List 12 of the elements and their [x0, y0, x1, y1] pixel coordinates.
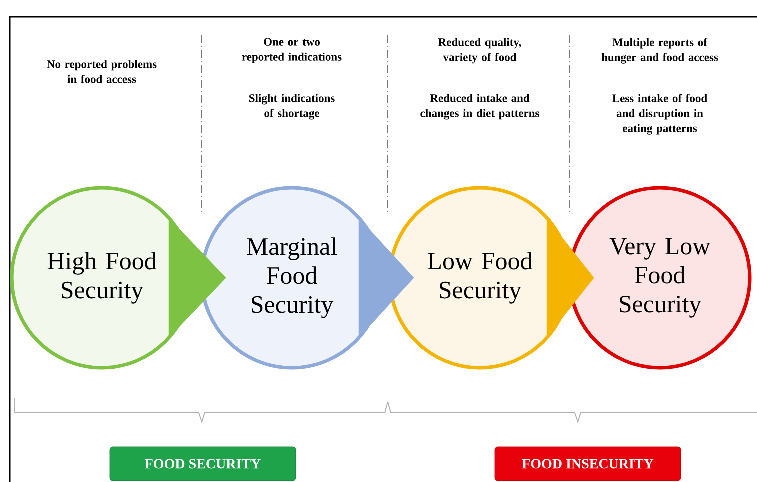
category-box: FOOD INSECURITY — [494, 446, 682, 482]
description-text: Slight indications of shortage — [249, 94, 335, 120]
description-text: Multiple reports of hunger and food access — [602, 38, 718, 64]
description-text: One or two reported indications — [242, 38, 342, 64]
description-text: Less intake of food and disruption in eating patterns — [612, 94, 708, 135]
pointer-arrow — [168, 218, 226, 338]
description-text: No reported problems in food access — [47, 60, 157, 84]
pointer-arrow — [546, 218, 594, 338]
description-text: Reduced intake and changes in diet patterns — [420, 94, 540, 120]
category-box: FOOD SECURITY — [110, 446, 296, 482]
pointer-arrow — [358, 218, 414, 338]
description-text: Reduced quality, variety of food — [438, 38, 522, 64]
